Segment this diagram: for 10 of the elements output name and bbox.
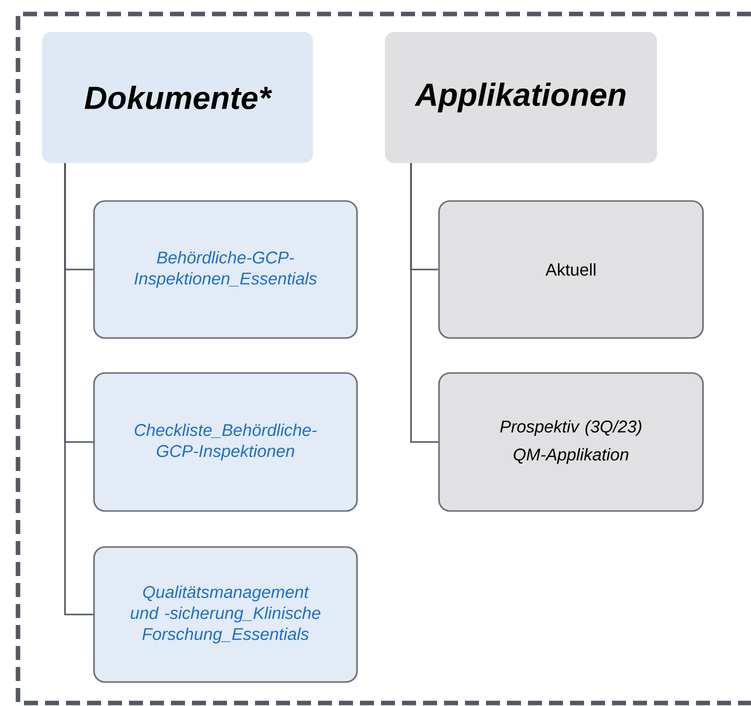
document-box: Behördliche-GCP-Inspektionen_Essentials [93, 200, 358, 339]
connector-line [410, 163, 438, 443]
document-box: Qualitätsmanagement und -sicherung_Klinische Forschung_Essentials [93, 546, 358, 683]
application-box: Aktuell [438, 200, 704, 339]
dashed-frame [16, 12, 751, 706]
connector-line [64, 163, 94, 616]
application-box: Prospektiv (3Q/23) QM-Applikation [438, 372, 704, 512]
header-box: Applikationen [385, 32, 657, 163]
document-box: Checkliste_Behördliche-GCP-Inspektionen [93, 372, 358, 512]
header-box: Dokumente* [42, 32, 313, 163]
